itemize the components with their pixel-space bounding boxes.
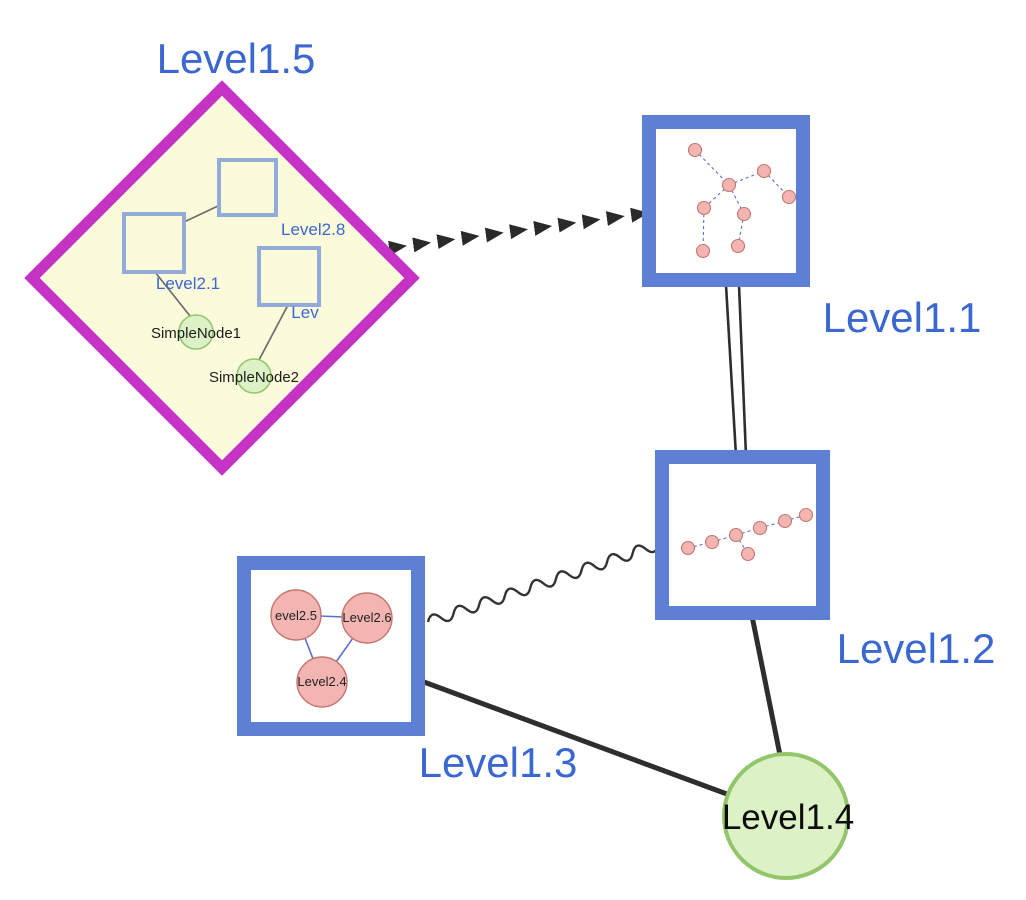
mini-node[interactable] bbox=[752, 520, 768, 536]
edge-level13-level12[interactable] bbox=[426, 539, 660, 627]
edge-level12-level14[interactable] bbox=[749, 613, 784, 763]
label-level2-1: Level2.1 bbox=[156, 274, 220, 293]
node-level2-1[interactable] bbox=[122, 212, 186, 274]
mini-node[interactable] bbox=[756, 163, 772, 179]
mini-edge[interactable] bbox=[759, 520, 786, 529]
mini-edge[interactable] bbox=[702, 207, 705, 252]
node-level1-5[interactable]: Level2.8 Level2.1 Lev SimpleNode1 Simple… bbox=[24, 35, 420, 476]
node-level2-8[interactable] bbox=[217, 158, 278, 217]
label-level2-lev: Lev bbox=[291, 303, 319, 322]
edge-level11-level12-line-a[interactable] bbox=[724, 284, 738, 457]
node-simplenode1[interactable] bbox=[178, 314, 214, 350]
node-level2-5[interactable] bbox=[270, 589, 322, 641]
node-level1-1[interactable]: Level1.1 bbox=[642, 115, 982, 341]
mini-node[interactable] bbox=[687, 142, 703, 158]
label-level1-4: Level1.4 bbox=[722, 798, 854, 837]
level1-1-box[interactable] bbox=[642, 115, 810, 287]
mini-node[interactable] bbox=[736, 206, 752, 222]
mini-node[interactable] bbox=[721, 177, 737, 193]
node-level1-2[interactable]: Level1.2 bbox=[655, 450, 996, 672]
label-simplenode2: SimpleNode2 bbox=[209, 369, 299, 386]
mini-node[interactable] bbox=[695, 243, 711, 259]
label-level2-4: Level2.4 bbox=[297, 674, 346, 689]
edge-lev-simplenode2[interactable] bbox=[258, 304, 289, 361]
label-level1-2: Level1.2 bbox=[837, 625, 996, 672]
mini-node[interactable] bbox=[680, 540, 696, 556]
edges-layer bbox=[388, 207, 784, 800]
mini-edge[interactable] bbox=[694, 149, 730, 186]
node-simplenode2[interactable] bbox=[236, 358, 272, 394]
label-level1-5: Level1.5 bbox=[157, 35, 316, 82]
node-level1-4[interactable]: Level1.4 bbox=[722, 752, 854, 880]
mini-node[interactable] bbox=[696, 200, 712, 216]
edge-level28-level21[interactable] bbox=[183, 205, 219, 223]
label-level1-3: Level1.3 bbox=[419, 739, 578, 786]
level1-4-circle[interactable] bbox=[722, 752, 850, 880]
mini-node[interactable] bbox=[704, 534, 720, 550]
label-level2-8: Level2.8 bbox=[281, 220, 345, 239]
label-simplenode1: SimpleNode1 bbox=[151, 325, 241, 342]
mini-node[interactable] bbox=[728, 527, 744, 543]
edge-level21-simplenode1[interactable] bbox=[154, 271, 191, 317]
label-level2-6: Level2.6 bbox=[342, 610, 391, 625]
edge-level13-level14[interactable] bbox=[421, 679, 738, 800]
node-level1-3[interactable]: evel2.5 Level2.6 Level2.4 Level1.3 bbox=[237, 556, 578, 786]
edge-level13-level12-wave[interactable] bbox=[426, 539, 660, 627]
level1-5-diamond[interactable] bbox=[24, 80, 420, 476]
edge-level11-level12-line-b[interactable] bbox=[737, 284, 748, 457]
mini-node[interactable] bbox=[730, 238, 746, 254]
label-level1-1: Level1.1 bbox=[823, 294, 982, 341]
edge-level11-level12[interactable] bbox=[724, 284, 748, 457]
level1-2-subgraph bbox=[680, 507, 814, 562]
level1-3-subgraph: evel2.5 Level2.6 Level2.4 bbox=[270, 589, 393, 708]
level1-1-subgraph bbox=[687, 142, 797, 259]
mini-node[interactable] bbox=[781, 189, 797, 205]
label-level2-5: evel2.5 bbox=[275, 608, 317, 623]
node-level2-6[interactable] bbox=[341, 592, 393, 644]
edge-level15-level11[interactable] bbox=[388, 207, 649, 256]
mini-node[interactable] bbox=[798, 507, 814, 523]
node-level2-4[interactable] bbox=[296, 656, 348, 708]
mini-node[interactable] bbox=[777, 513, 793, 529]
node-level2-lev[interactable] bbox=[257, 246, 321, 307]
level1-5-subgraph: Level2.8 Level2.1 Lev SimpleNode1 Simple… bbox=[122, 158, 345, 394]
mini-node[interactable] bbox=[740, 546, 756, 562]
